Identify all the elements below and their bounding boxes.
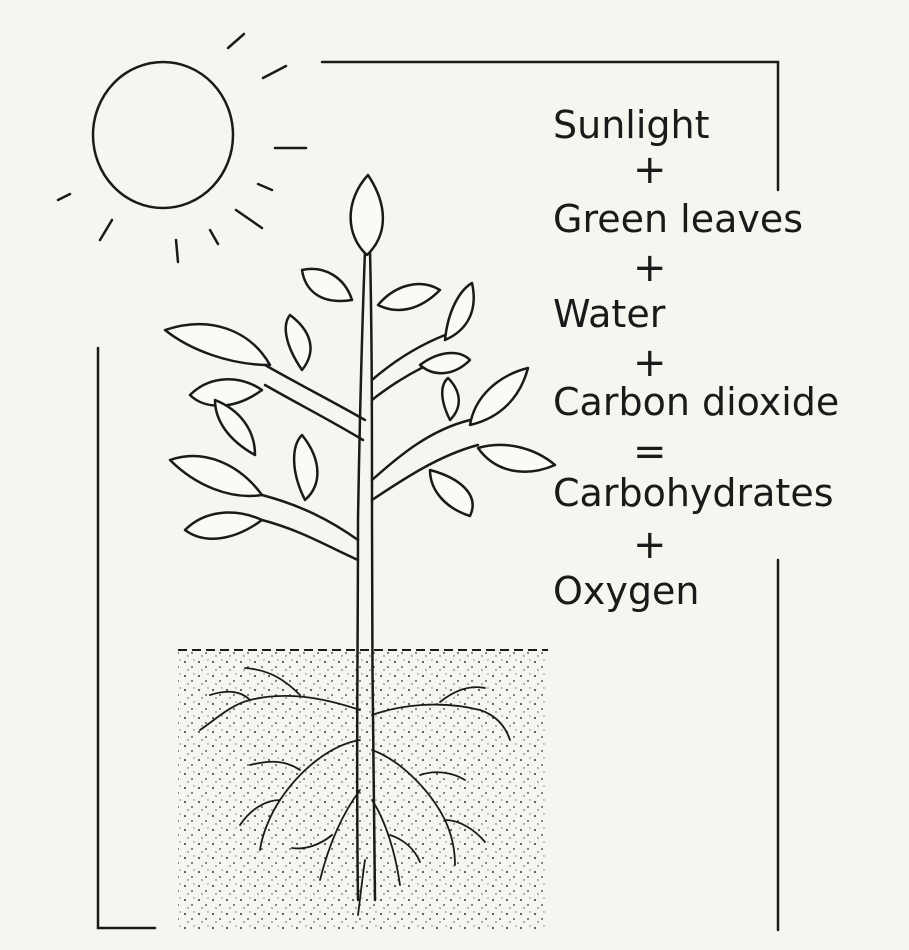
bracket-top-right — [322, 62, 778, 190]
equation-water: Water — [553, 295, 665, 333]
equation-plus-2: + — [633, 248, 667, 288]
equation-sunlight: Sunlight — [553, 106, 710, 144]
equation-plus-4: + — [633, 525, 667, 565]
leaves — [165, 175, 555, 539]
equation-oxygen: Oxygen — [553, 572, 699, 610]
equation-plus-3: + — [633, 343, 667, 383]
leaf-top-right — [378, 284, 440, 310]
leaf-mid-right-2 — [442, 378, 459, 420]
leaf-upper-right-2 — [420, 353, 470, 373]
leaf-lower-left — [170, 456, 262, 496]
leaf-mid-left-2 — [215, 400, 255, 455]
equation-equals: = — [633, 432, 667, 472]
bracket-left — [98, 348, 155, 928]
equation-green-leaves: Green leaves — [553, 200, 803, 238]
leaf-upper-left-2 — [286, 315, 311, 370]
sun-icon — [58, 34, 306, 262]
leaf-upper-right — [445, 283, 474, 340]
leaf-lower-left-2 — [294, 435, 317, 500]
leaf-lower-right — [478, 445, 555, 472]
leaf-mid-left — [190, 379, 262, 405]
leaf-bottom-left — [185, 513, 262, 539]
equation-plus-1: + — [633, 150, 667, 190]
equation-carbon-dioxide: Carbon dioxide — [553, 383, 839, 421]
leaf-top-left — [302, 269, 352, 301]
leaf-mid-right — [470, 368, 528, 425]
leaf-top — [351, 175, 383, 255]
leaf-lower-right-2 — [430, 470, 473, 516]
equation-carbohydrates: Carbohydrates — [553, 474, 834, 512]
leaf-upper-left — [165, 324, 270, 365]
